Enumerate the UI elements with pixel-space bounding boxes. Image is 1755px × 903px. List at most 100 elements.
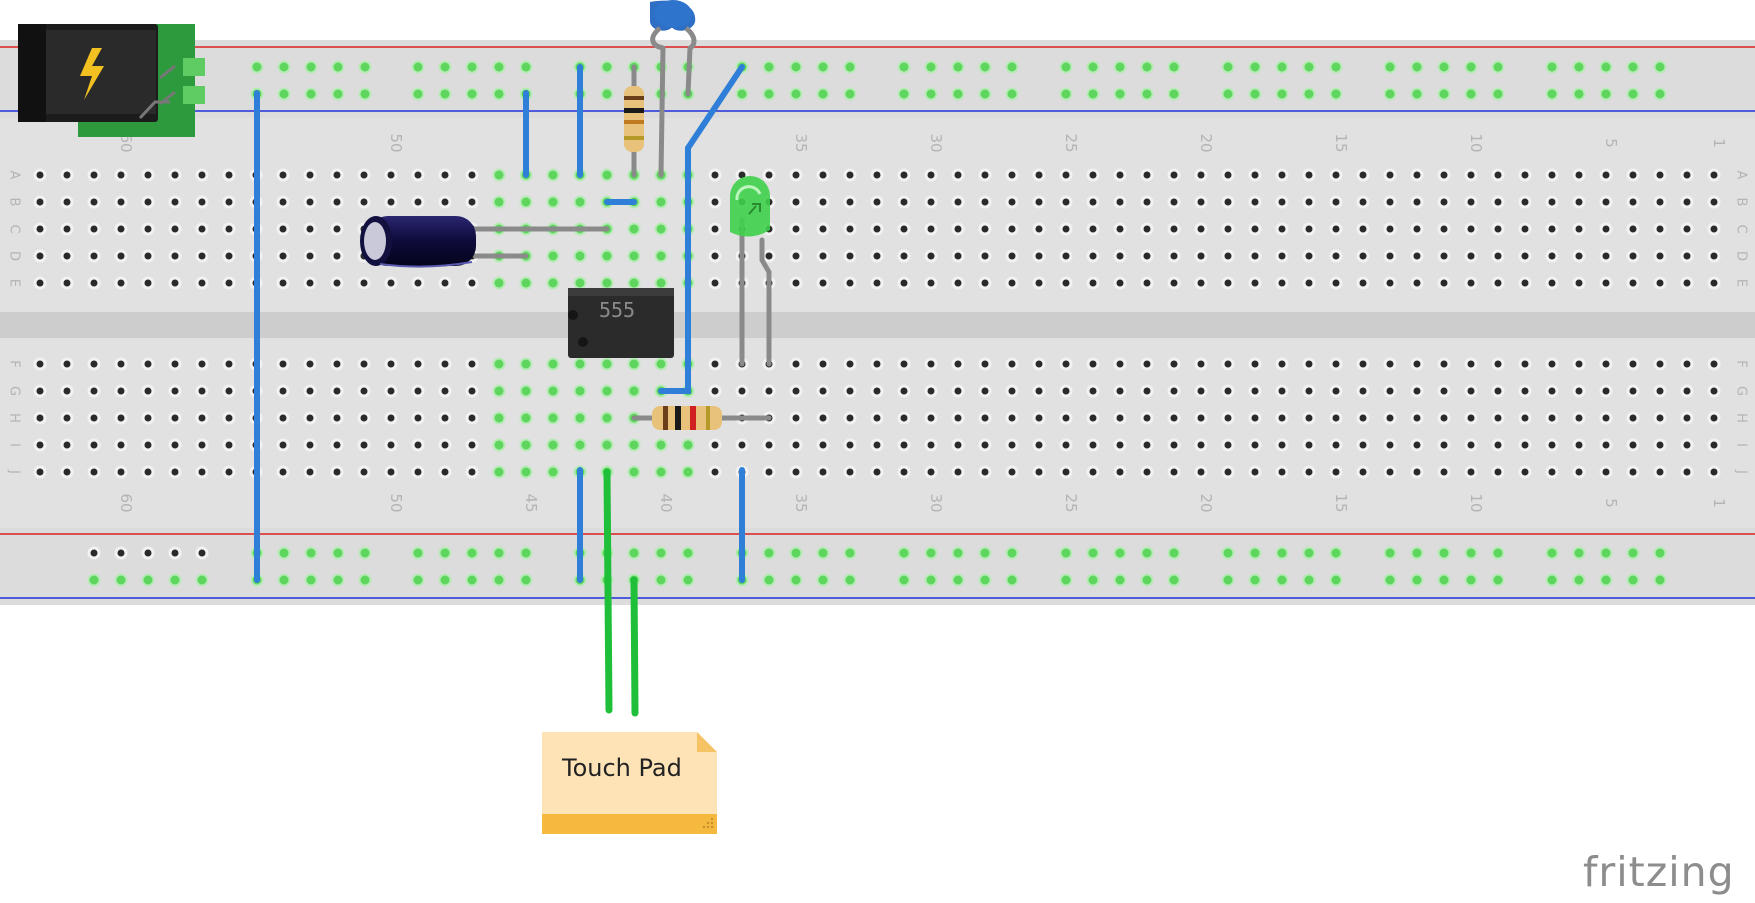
- breadboard-hole: [978, 573, 992, 587]
- breadboard-hole: [384, 438, 398, 452]
- row-letter: I: [7, 443, 22, 447]
- breadboard-hole: [492, 60, 506, 74]
- breadboard-hole: [195, 546, 209, 560]
- breadboard-hole: [357, 384, 371, 398]
- breadboard-hole: [1599, 222, 1613, 236]
- breadboard-hole: [978, 465, 992, 479]
- breadboard-hole: [1599, 249, 1613, 263]
- breadboard-hole: [195, 276, 209, 290]
- breadboard-hole: [1491, 222, 1505, 236]
- breadboard-hole: [870, 222, 884, 236]
- breadboard-hole: [681, 465, 695, 479]
- breadboard-hole: [33, 465, 47, 479]
- breadboard-hole: [816, 60, 830, 74]
- resistor-vertical[interactable]: [624, 86, 644, 152]
- breadboard-hole: [600, 87, 614, 101]
- breadboard-hole: [1626, 384, 1640, 398]
- breadboard-hole: [1302, 87, 1316, 101]
- breadboard-hole: [1437, 357, 1451, 371]
- breadboard-hole: [222, 384, 236, 398]
- breadboard-hole: [1113, 546, 1127, 560]
- breadboard-hole: [681, 438, 695, 452]
- breadboard-hole: [1113, 411, 1127, 425]
- breadboard-hole: [1545, 411, 1559, 425]
- breadboard-hole: [303, 276, 317, 290]
- breadboard-hole: [573, 411, 587, 425]
- breadboard-hole: [816, 222, 830, 236]
- row-letter: A: [7, 171, 22, 180]
- breadboard-hole: [1680, 357, 1694, 371]
- breadboard-hole: [1140, 357, 1154, 371]
- ic-555[interactable]: 555: [568, 288, 674, 358]
- breadboard-hole: [114, 411, 128, 425]
- breadboard-hole: [1086, 465, 1100, 479]
- breadboard-hole: [1491, 411, 1505, 425]
- breadboard-hole: [492, 357, 506, 371]
- breadboard-hole: [897, 60, 911, 74]
- breadboard-hole: [60, 249, 74, 263]
- breadboard-hole: [1599, 465, 1613, 479]
- breadboard-hole: [1086, 438, 1100, 452]
- resistor-horizontal[interactable]: [652, 406, 722, 430]
- breadboard-hole: [276, 168, 290, 182]
- breadboard-hole: [897, 573, 911, 587]
- breadboard-hole: [627, 249, 641, 263]
- breadboard-hole: [492, 438, 506, 452]
- breadboard-hole: [762, 249, 776, 263]
- breadboard-hole: [870, 249, 884, 263]
- column-number-top: 50: [387, 133, 405, 152]
- breadboard-hole: [1221, 222, 1235, 236]
- row-letter: F: [7, 360, 22, 367]
- breadboard-hole: [627, 438, 641, 452]
- breadboard-hole: [1248, 222, 1262, 236]
- breadboard-hole: [1491, 438, 1505, 452]
- breadboard-hole: [519, 411, 533, 425]
- ceramic-capacitor[interactable]: [650, 0, 697, 51]
- breadboard-hole: [1248, 195, 1262, 209]
- breadboard-hole: [1599, 87, 1613, 101]
- breadboard-hole: [789, 573, 803, 587]
- breadboard-hole: [222, 195, 236, 209]
- breadboard-hole: [654, 276, 668, 290]
- breadboard-hole: [789, 60, 803, 74]
- breadboard-hole: [789, 357, 803, 371]
- row-letter: E: [7, 279, 22, 287]
- breadboard-hole: [1302, 249, 1316, 263]
- breadboard-hole: [789, 276, 803, 290]
- breadboard-hole: [1086, 357, 1100, 371]
- breadboard-hole: [1464, 357, 1478, 371]
- touch-pad-note[interactable]: Touch Pad: [542, 732, 717, 834]
- breadboard-hole: [1275, 573, 1289, 587]
- breadboard-hole: [1437, 87, 1451, 101]
- dc-power-jack[interactable]: [18, 24, 205, 137]
- breadboard-hole: [1059, 195, 1073, 209]
- breadboard-hole: [384, 276, 398, 290]
- breadboard-hole: [1464, 546, 1478, 560]
- breadboard-hole: [1545, 249, 1559, 263]
- breadboard-hole: [1194, 357, 1208, 371]
- breadboard-hole: [1167, 465, 1181, 479]
- breadboard-hole: [789, 168, 803, 182]
- breadboard-hole: [411, 168, 425, 182]
- breadboard-hole: [87, 465, 101, 479]
- green-led[interactable]: [730, 176, 770, 237]
- breadboard-hole: [1329, 168, 1343, 182]
- row-letter: A: [1734, 171, 1749, 180]
- breadboard-hole: [222, 222, 236, 236]
- breadboard-hole: [1086, 384, 1100, 398]
- breadboard-hole: [1032, 357, 1046, 371]
- breadboard-hole: [33, 384, 47, 398]
- breadboard-hole: [141, 249, 155, 263]
- breadboard-hole: [1653, 222, 1667, 236]
- breadboard-hole: [330, 357, 344, 371]
- breadboard-hole: [1167, 384, 1181, 398]
- breadboard-hole: [762, 546, 776, 560]
- breadboard-hole: [222, 357, 236, 371]
- breadboard-hole: [1221, 384, 1235, 398]
- breadboard-hole: [762, 168, 776, 182]
- breadboard-hole: [357, 438, 371, 452]
- row-letter: D: [7, 251, 22, 261]
- breadboard-hole: [1545, 438, 1559, 452]
- breadboard-hole: [1275, 249, 1289, 263]
- electrolytic-capacitor[interactable]: [360, 216, 476, 268]
